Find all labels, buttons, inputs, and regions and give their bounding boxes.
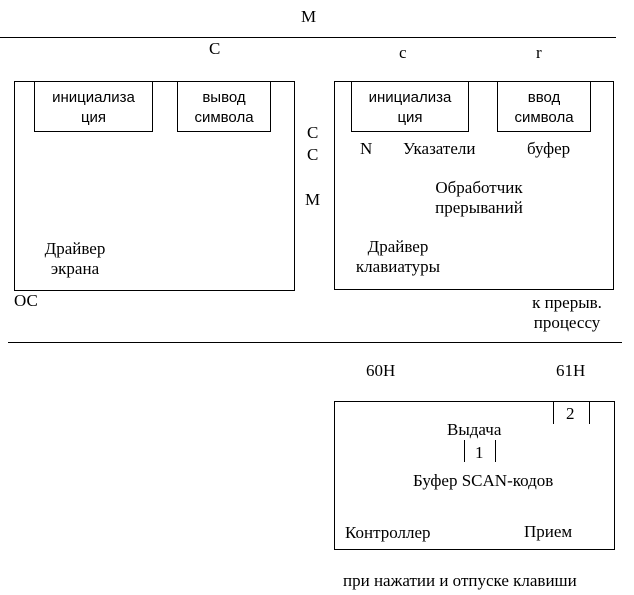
ssm-label-c1: C [307, 123, 319, 142]
screen-output-label: вывод символа [194, 89, 254, 126]
top-separator-line [0, 37, 616, 38]
register-1-left-bar [464, 440, 465, 462]
screen-driver-column-label: C [209, 39, 221, 58]
ssm-label-m: M [305, 190, 321, 209]
controller-label: Контроллер [345, 523, 431, 542]
register-1-right-bar [495, 440, 496, 462]
register-1-label: 1 [475, 443, 484, 462]
keyboard-driver-box [334, 81, 614, 290]
interrupt-handler-label: Обработчик прерываний [435, 178, 523, 217]
port-61h-label: 61H [556, 361, 586, 380]
register-2-right-bar [589, 402, 590, 424]
output-label: Выдача [447, 420, 502, 439]
register-2-label: 2 [566, 404, 575, 423]
keyboard-init-box [351, 81, 469, 132]
to-interrupt-process-label: к прерыв. процессу [532, 293, 602, 332]
key-press-caption: при нажатии и отпуске клавиши [343, 571, 577, 590]
receive-label: Прием [524, 522, 573, 541]
register-2-left-bar [553, 402, 554, 424]
scan-code-buffer-label: Буфер SCAN-кодов [413, 471, 554, 490]
middle-separator-line [8, 342, 622, 343]
top-label-m: M [301, 7, 317, 26]
screen-driver-box [14, 81, 295, 291]
ssm-label-c2: C [307, 145, 319, 164]
port-60h-label: 60H [366, 361, 396, 380]
keyboard-input-label: ввод символа [514, 89, 574, 126]
screen-init-label: инициализа ция [52, 89, 135, 126]
keyboard-init-label: инициализа ция [368, 89, 452, 126]
keyboard-driver-column-label-r: r [536, 43, 542, 62]
controller-box [334, 401, 615, 550]
os-label: ОС [14, 291, 38, 310]
keyboard-driver-title: Драйвер клавиатуры [355, 237, 441, 276]
keyboard-n-label: N [360, 139, 373, 158]
keyboard-buffer-label: буфер [527, 139, 571, 158]
keyboard-input-box [497, 81, 591, 132]
screen-driver-title: Драйвер экрана [44, 239, 106, 278]
screen-output-box [177, 81, 271, 132]
screen-init-box [34, 81, 153, 132]
keyboard-driver-column-label-c: c [399, 43, 407, 62]
keyboard-pointers-label: Указатели [403, 139, 476, 158]
